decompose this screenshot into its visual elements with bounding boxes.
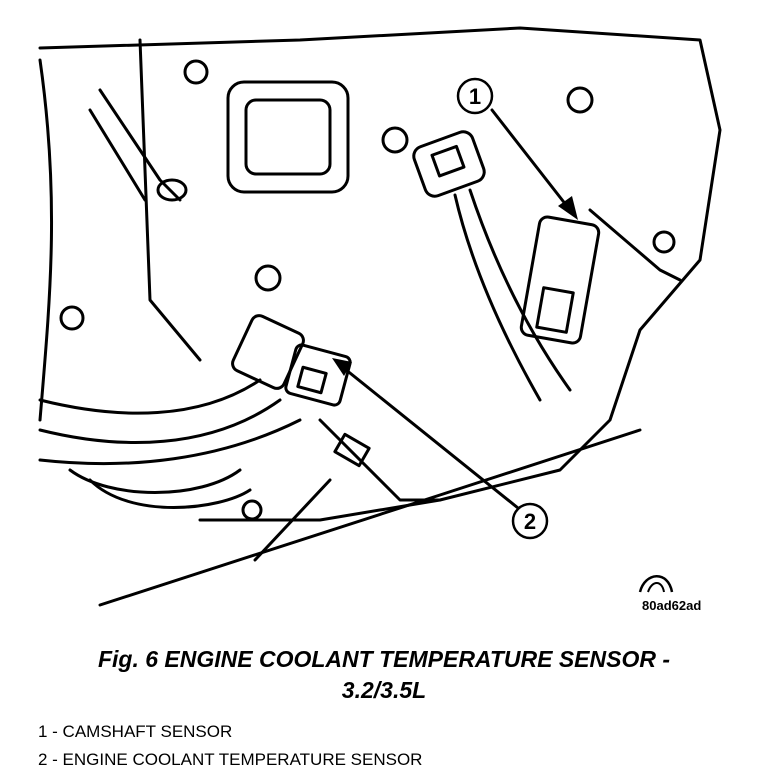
- left-rib: [138, 38, 202, 362]
- bolt-icon: [241, 499, 263, 521]
- engine-block-outline: [38, 26, 722, 522]
- bolt-icons: [59, 59, 676, 521]
- square-port: [226, 80, 350, 194]
- left-housing: [38, 58, 54, 422]
- engine-diagram: 1 2 80ad62ad: [38, 26, 722, 613]
- legend: 1 - CAMSHAFT SENSOR 2 - ENGINE COOLANT T…: [38, 718, 422, 774]
- reference-logo-icon: [638, 575, 674, 593]
- bolt-icon: [652, 230, 676, 254]
- wiring-harness: [38, 378, 302, 509]
- bolt-icon: [59, 305, 85, 331]
- legend-item-coolant-sensor: 2 - ENGINE COOLANT TEMPERATURE SENSOR: [38, 750, 423, 769]
- camshaft-sensor: [519, 208, 682, 345]
- bolt-icon: [183, 59, 209, 85]
- lower-edge-line-2: [253, 478, 332, 562]
- legend-item-camshaft-sensor: 1 - CAMSHAFT SENSOR: [38, 722, 233, 741]
- callout-2-leader: [338, 363, 520, 510]
- bolt-icon: [566, 86, 594, 114]
- callout-1-leader: [490, 108, 572, 212]
- caption-line-2: 3.2/3.5L: [341, 677, 427, 703]
- left-hose-end: [156, 178, 188, 202]
- callout-1-arrowhead: [558, 196, 578, 220]
- callout-2-arrowhead: [332, 358, 352, 376]
- coolant-sensor-connector: [231, 314, 442, 502]
- left-hose: [98, 88, 182, 202]
- callout-circle-1: [456, 77, 494, 115]
- left-hose-2: [88, 108, 147, 202]
- figure-caption: Fig. 6 ENGINE COOLANT TEMPERATURE SENSOR…: [0, 644, 768, 706]
- reference-code: 80ad62ad: [642, 598, 701, 613]
- bolt-icon: [254, 264, 282, 292]
- caption-line-1: Fig. 6 ENGINE COOLANT TEMPERATURE SENSOR…: [97, 646, 671, 672]
- callout-label-1: 1: [469, 84, 481, 109]
- lower-edge-line: [98, 428, 642, 607]
- bolt-icon: [381, 126, 409, 154]
- callout-circle-2: [511, 502, 549, 540]
- camshaft-connector: [412, 130, 572, 402]
- callout-label-2: 2: [524, 509, 536, 534]
